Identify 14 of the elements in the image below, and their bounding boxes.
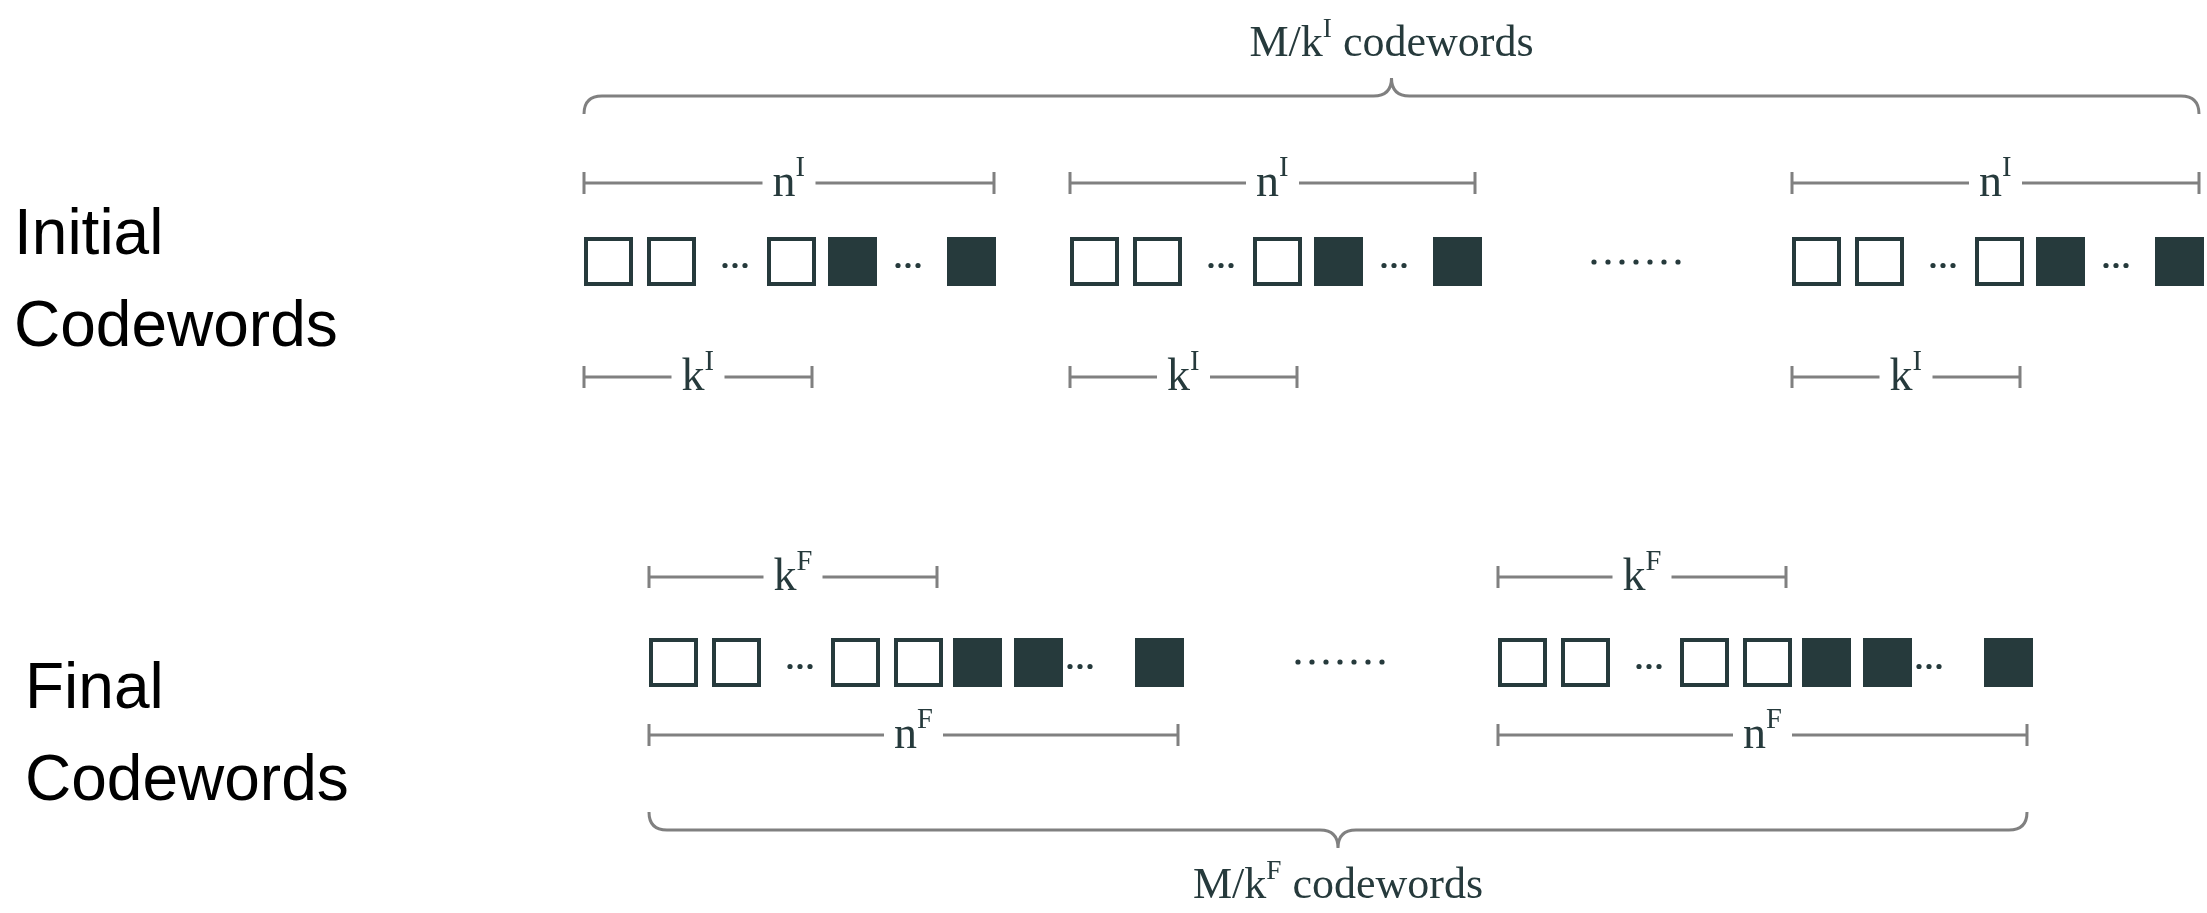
dimension-label: n$^{F}$ — [894, 710, 933, 756]
row-label: Initial Codewords — [14, 195, 339, 362]
brace-label: M/k$^{I}$ codewords — [1249, 20, 1534, 64]
dimension-label: k$^{I}$ — [1889, 352, 1922, 398]
dimension-label: k$^{I}$ — [681, 352, 714, 398]
dimension-label: n$^{I}$ — [1979, 158, 2012, 204]
dimension-label: k$^{F}$ — [1622, 552, 1662, 598]
dimension-label: n$^{I}$ — [772, 158, 805, 204]
brace-label: M/k$^{F}$ codewords — [1193, 862, 1484, 906]
dimension-label: k$^{I}$ — [1167, 352, 1200, 398]
dimension-label: k$^{F}$ — [773, 552, 813, 598]
row-label: Final Codewords — [25, 649, 350, 816]
dimension-label: n$^{I}$ — [1256, 158, 1289, 204]
dimension-label: n$^{F}$ — [1743, 710, 1782, 756]
